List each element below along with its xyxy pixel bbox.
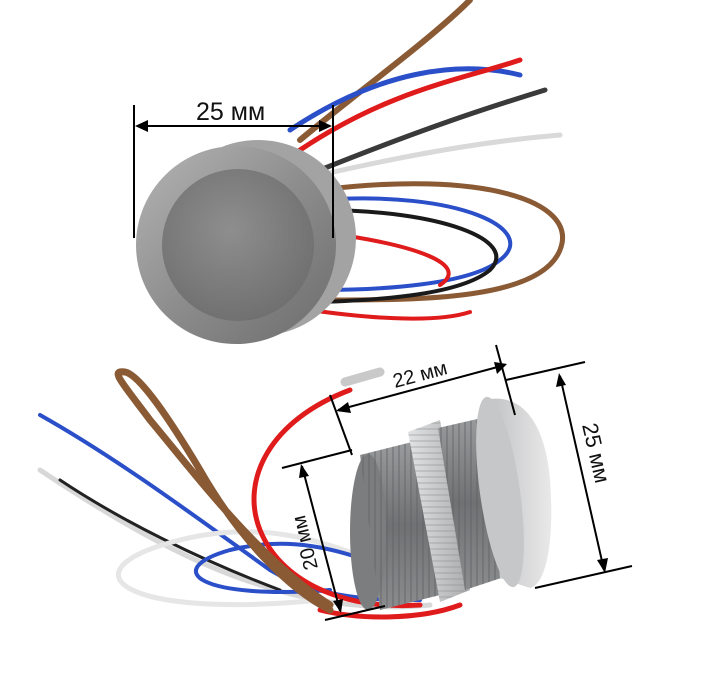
button-top-view [136, 140, 356, 344]
side-wires [37, 367, 463, 620]
top-width-dimension [133, 105, 334, 238]
button-side-view [350, 396, 552, 610]
top-width-label: 25 мм [196, 98, 265, 126]
head-diameter-dimension [505, 361, 633, 589]
length-dimension [329, 344, 516, 456]
thread-diameter-dimension [281, 449, 386, 621]
